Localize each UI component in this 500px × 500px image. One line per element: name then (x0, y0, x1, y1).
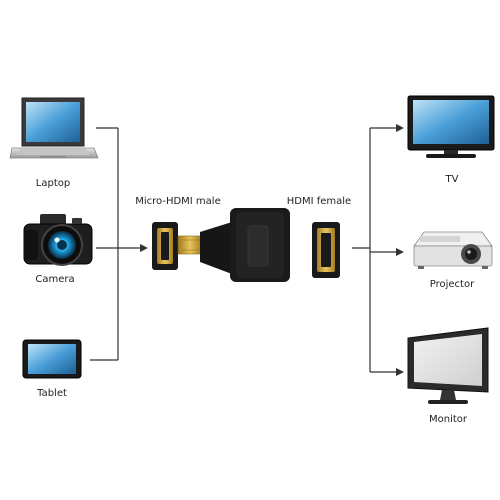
adapter-body (177, 208, 290, 282)
camera-icon (23, 214, 93, 266)
monitor-icon (407, 327, 489, 404)
monitor-arrow (396, 368, 404, 376)
micro-hdmi-male-label: Micro-HDMI male (135, 196, 220, 207)
laptop-icon (9, 97, 99, 159)
projector-icon (413, 231, 493, 269)
tv-label: TV (445, 174, 459, 185)
hdmi-female-label: HDMI female (287, 196, 351, 207)
projector-label: Projector (430, 279, 475, 290)
micro-hdmi-male-face (152, 222, 178, 270)
monitor-label: Monitor (429, 414, 468, 425)
tv-icon (407, 95, 495, 158)
output-connectors (352, 127, 396, 373)
tablet-label: Tablet (36, 388, 67, 399)
laptop-label: Laptop (36, 178, 70, 189)
projector-arrow (396, 248, 404, 256)
tv-arrow (396, 124, 404, 132)
tablet-icon (22, 339, 82, 379)
hdmi-adapter (152, 208, 340, 282)
hdmi-female-face (312, 222, 340, 278)
camera-label: Camera (35, 274, 74, 285)
input-connectors (90, 127, 142, 361)
input-arrow (140, 244, 148, 252)
